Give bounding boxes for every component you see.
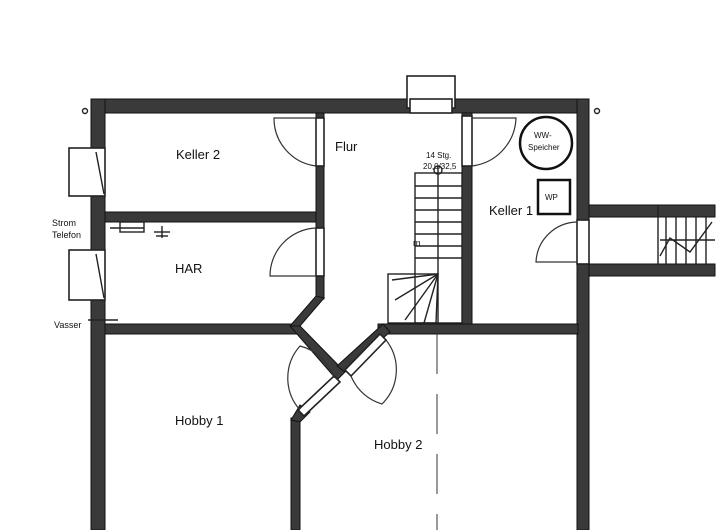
door-keller1-exit-swing — [535, 221, 578, 263]
outside-wall-top — [588, 204, 716, 218]
label-wasser: Vasser — [54, 320, 81, 330]
wall-left — [90, 98, 106, 530]
ww-speicher-label-line1: WW- — [534, 131, 552, 140]
stair-note-dimensions: 20,0/32,5 — [423, 162, 457, 171]
wp-unit — [536, 178, 572, 216]
stair-start-marker — [433, 165, 443, 175]
wall-top — [90, 98, 590, 114]
wall-right — [576, 98, 590, 530]
window-flur-frame — [409, 98, 453, 114]
door-keller2-swing — [273, 117, 317, 167]
door-har-swing — [269, 227, 317, 277]
outside-stairs — [659, 217, 715, 264]
corner-mark-right — [593, 107, 601, 115]
wall-har-hobby1 — [104, 323, 300, 335]
door-keller2 — [315, 117, 325, 167]
utility-box — [119, 221, 145, 233]
outside-wall-bottom — [588, 263, 716, 277]
door-keller1-swing — [471, 117, 517, 167]
stair-note-steps: 14 Stg. — [426, 151, 451, 160]
room-label-keller2: Keller 2 — [176, 147, 220, 162]
room-label-har: HAR — [175, 261, 202, 276]
wall-keller2-har — [104, 211, 321, 223]
room-label-flur: Flur — [335, 139, 358, 154]
window-har-sash — [95, 253, 105, 299]
label-strom: Strom — [52, 218, 76, 228]
door-har — [315, 227, 325, 277]
ww-speicher-tank — [518, 115, 574, 171]
door-hobby1-swing — [287, 345, 335, 411]
wall-hobby2-top — [377, 323, 579, 335]
label-telefon: Telefon — [52, 230, 81, 240]
door-hobby2-swing — [350, 339, 397, 405]
corner-mark-left — [81, 107, 89, 115]
wall-diagonal-hobby2 — [336, 323, 391, 373]
room-label-hobby1: Hobby 1 — [175, 413, 223, 428]
wp-label: WP — [545, 193, 558, 202]
room-label-hobby2: Hobby 2 — [374, 437, 422, 452]
interior-staircase — [387, 166, 463, 324]
door-keller1-exit — [576, 219, 590, 265]
door-hobby1 — [296, 374, 342, 418]
wall-diagonal-hobby1 — [288, 325, 346, 381]
room-label-keller1: Keller 1 — [489, 203, 533, 218]
wall-diagonal-left — [288, 295, 325, 327]
ww-speicher-label-line2: Speicher — [528, 143, 560, 152]
window-keller2-sash — [95, 151, 105, 195]
wall-hobby-divider — [290, 417, 301, 530]
stair-marker-label: m — [413, 238, 421, 248]
window-keller2 — [68, 147, 106, 197]
door-keller1 — [461, 115, 473, 167]
window-har — [68, 249, 106, 301]
